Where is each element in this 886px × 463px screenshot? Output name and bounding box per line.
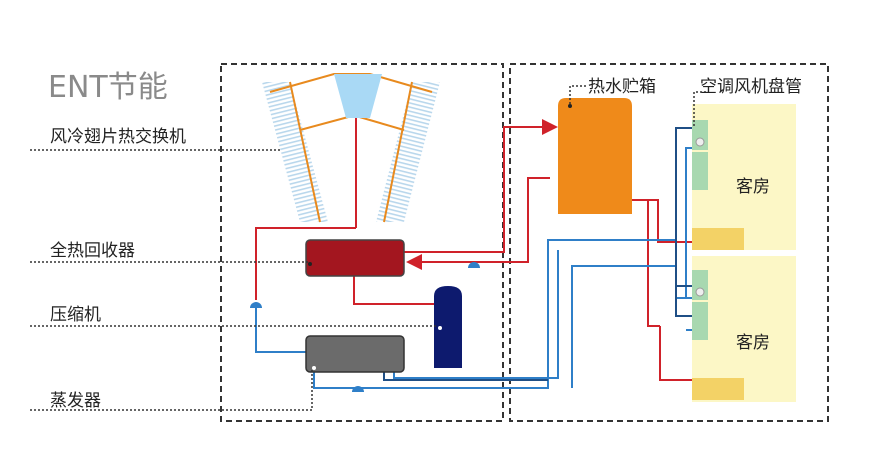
brand-title: ENT节能 bbox=[48, 70, 168, 105]
leader-lines bbox=[30, 85, 708, 411]
label-evaporator: 蒸发器 bbox=[50, 391, 101, 411]
indoor-boundary bbox=[509, 63, 829, 422]
pump-icon-red-loop bbox=[468, 262, 480, 268]
fan-coil-unit-lower-b bbox=[692, 302, 708, 340]
label-fan-coil: 空调风机盘管 bbox=[700, 77, 802, 97]
room-lower bbox=[692, 256, 796, 402]
hot-water-tank bbox=[558, 98, 632, 214]
label-heat-recovery: 全热回收器 bbox=[50, 241, 135, 261]
fan-coil-unit-upper-b bbox=[692, 152, 708, 190]
evaporator-unit bbox=[305, 335, 405, 373]
label-coil-heat-exchanger: 风冷翅片热交换机 bbox=[50, 127, 186, 147]
label-hot-water-tank: 热水贮箱 bbox=[588, 77, 656, 97]
room-label-upper: 客房 bbox=[736, 177, 770, 197]
room-lower-unit bbox=[692, 378, 744, 400]
compressor bbox=[434, 286, 462, 368]
air-coil-heat-exchanger bbox=[262, 73, 440, 228]
fan-icon bbox=[334, 74, 382, 118]
room-label-lower: 客房 bbox=[736, 333, 770, 353]
valve-icon bbox=[250, 302, 262, 308]
label-compressor: 压缩机 bbox=[50, 305, 101, 325]
room-upper-unit bbox=[692, 228, 744, 250]
heat-recovery-unit bbox=[305, 239, 405, 277]
return-pipes bbox=[383, 127, 700, 381]
room-upper bbox=[692, 104, 796, 250]
pump-icon-blue-loop bbox=[352, 386, 364, 392]
